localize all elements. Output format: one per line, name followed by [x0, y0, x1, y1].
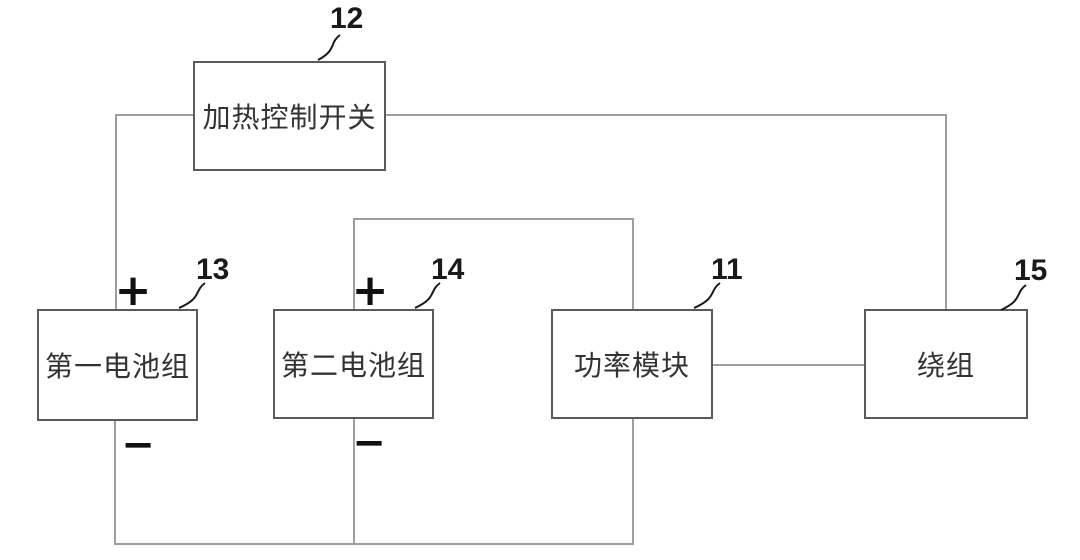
block-heating-control-switch-label: 加热控制开关 — [202, 103, 377, 134]
ref-label-12: 12 — [330, 2, 364, 35]
block-first-battery-pack: 第一电池组 — [37, 309, 198, 421]
ref-label-14: 14 — [431, 253, 465, 286]
block-winding-label: 绕组 — [916, 351, 975, 382]
wire-battery1-plus-vertical — [115, 114, 117, 310]
battery1-minus-terminal: − — [121, 422, 155, 468]
wire-battery2-to-power-horizontal — [353, 218, 634, 220]
block-second-battery-pack-label: 第二电池组 — [280, 351, 426, 382]
block-power-module-label: 功率模块 — [573, 351, 690, 382]
ref-label-13: 13 — [196, 253, 230, 286]
wire-battery2-minus-vertical — [353, 419, 355, 545]
battery2-minus-terminal: − — [352, 420, 386, 466]
block-first-battery-pack-label: 第一电池组 — [44, 352, 190, 383]
battery2-plus-terminal: + — [351, 265, 389, 316]
leader-12 — [317, 34, 341, 61]
wire-switch-right-horizontal — [385, 114, 946, 116]
block-second-battery-pack: 第二电池组 — [273, 309, 434, 419]
wire-switch-left-horizontal — [116, 114, 194, 116]
wire-power-bottom-vertical — [632, 419, 634, 545]
block-heating-control-switch: 加热控制开关 — [193, 61, 386, 171]
wire-battery2-plus-vertical — [353, 218, 355, 310]
block-power-module: 功率模块 — [551, 309, 713, 419]
leader-13 — [178, 282, 206, 309]
leader-14 — [414, 282, 441, 309]
wire-bottom-bus-horizontal — [114, 543, 634, 545]
wire-power-to-winding-horizontal — [713, 364, 864, 366]
leader-11 — [693, 282, 721, 309]
ref-label-11: 11 — [711, 253, 743, 286]
wire-winding-top-vertical — [945, 114, 947, 310]
wire-battery1-minus-vertical — [114, 420, 116, 545]
leader-15 — [1000, 284, 1027, 311]
ref-label-15: 15 — [1014, 254, 1048, 287]
battery1-plus-terminal: + — [114, 265, 152, 316]
block-winding: 绕组 — [864, 309, 1028, 419]
wire-power-top-vertical — [632, 218, 634, 310]
